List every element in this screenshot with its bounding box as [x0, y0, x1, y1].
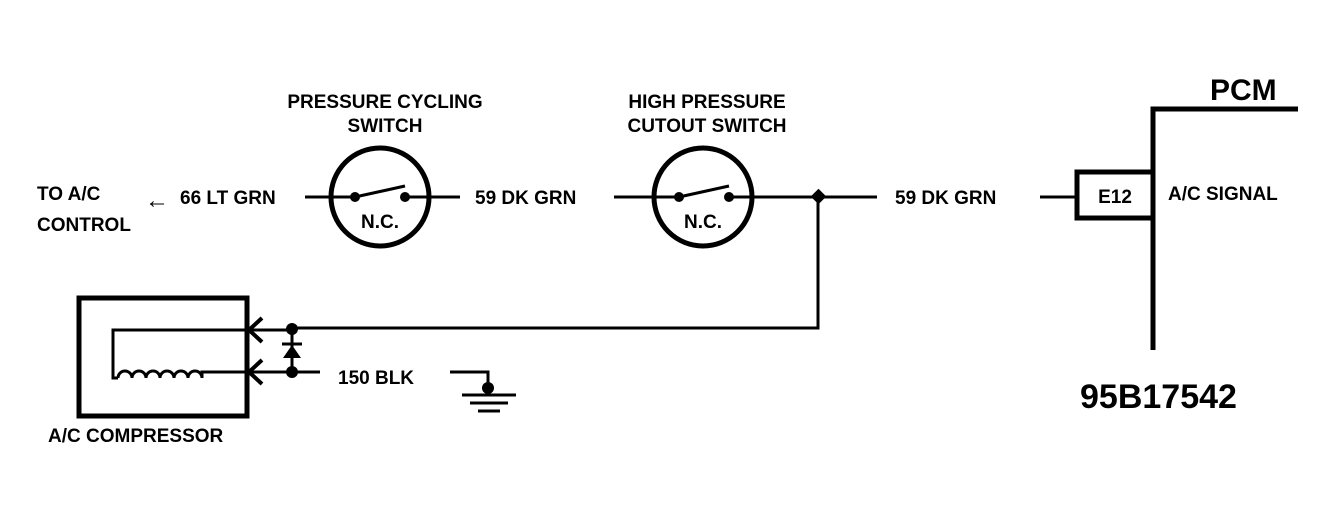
pcm-boundary: [1150, 106, 1298, 350]
diode-icon: [282, 323, 302, 378]
wire-label-59-dk-grn-2: 59 DK GRN: [895, 188, 996, 209]
high-pressure-switch-label-2: CUTOUT SWITCH: [627, 116, 786, 137]
splice-icon: [810, 188, 827, 205]
e12-terminal-label: E12: [1098, 187, 1132, 208]
wire-compressor-feed: [293, 197, 820, 330]
high-pressure-switch-label: HIGH PRESSURE: [628, 92, 785, 113]
wire-label-66-lt-grn: 66 LT GRN: [180, 188, 276, 209]
compressor-clutch-coil-icon: [111, 328, 248, 380]
nc-label-1: N.C.: [361, 212, 399, 233]
to-ac-control-label: TO A/C: [37, 184, 101, 205]
figure-id: 95B17542: [1080, 378, 1237, 416]
e12-terminal-box: [1074, 169, 1156, 221]
ac-compressor-box: [76, 295, 250, 419]
wire-label-59-dk-grn-1: 59 DK GRN: [475, 188, 576, 209]
pressure-cycling-switch-label-2: SWITCH: [348, 116, 423, 137]
pressure-cycling-switch-label: PRESSURE CYCLING: [287, 92, 482, 113]
to-ac-control-label-2: CONTROL: [37, 215, 131, 236]
pcm-label: PCM: [1210, 74, 1277, 107]
arrow-left-icon: ←: [145, 187, 169, 214]
ground-icon: [450, 370, 516, 413]
connector-pins-icon: [246, 316, 320, 386]
wire-label-150-blk: 150 BLK: [338, 368, 414, 389]
nc-label-2: N.C.: [684, 212, 722, 233]
ac-signal-label: A/C SIGNAL: [1168, 184, 1278, 205]
ac-compressor-label: A/C COMPRESSOR: [48, 426, 224, 447]
